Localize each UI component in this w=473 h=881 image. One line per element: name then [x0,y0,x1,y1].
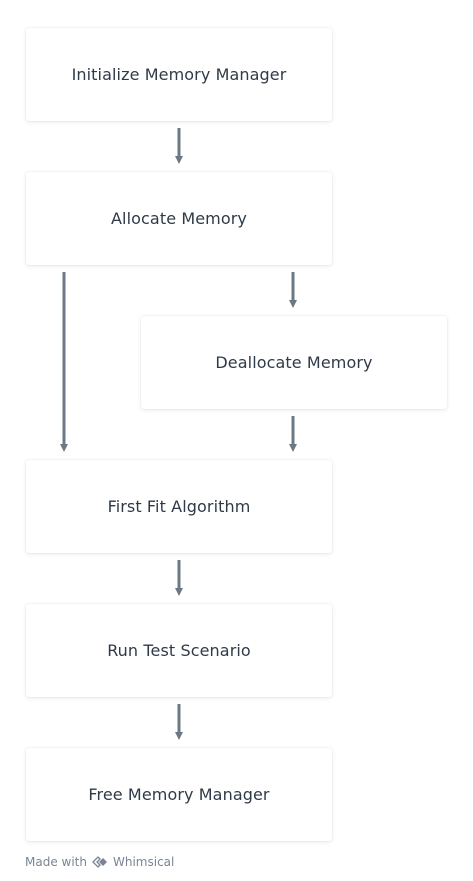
node-label: Initialize Memory Manager [71,65,287,84]
node-free-memory-manager[interactable]: Free Memory Manager [26,748,332,841]
node-label: Run Test Scenario [107,641,251,660]
node-deallocate-memory[interactable]: Deallocate Memory [141,316,447,409]
node-first-fit-algorithm[interactable]: First Fit Algorithm [26,460,332,553]
node-label: Free Memory Manager [88,785,270,804]
made-with-text: Made with [25,855,87,869]
node-label: First Fit Algorithm [107,497,251,516]
node-label: Deallocate Memory [215,353,373,372]
made-with-footer[interactable]: Made with Whimsical [25,853,174,871]
whimsical-logo-icon [91,855,111,869]
node-initialize-memory-manager[interactable]: Initialize Memory Manager [26,28,332,121]
node-allocate-memory[interactable]: Allocate Memory [26,172,332,265]
whimsical-brand-text: Whimsical [112,855,175,869]
node-run-test-scenario[interactable]: Run Test Scenario [26,604,332,697]
node-label: Allocate Memory [111,209,247,228]
